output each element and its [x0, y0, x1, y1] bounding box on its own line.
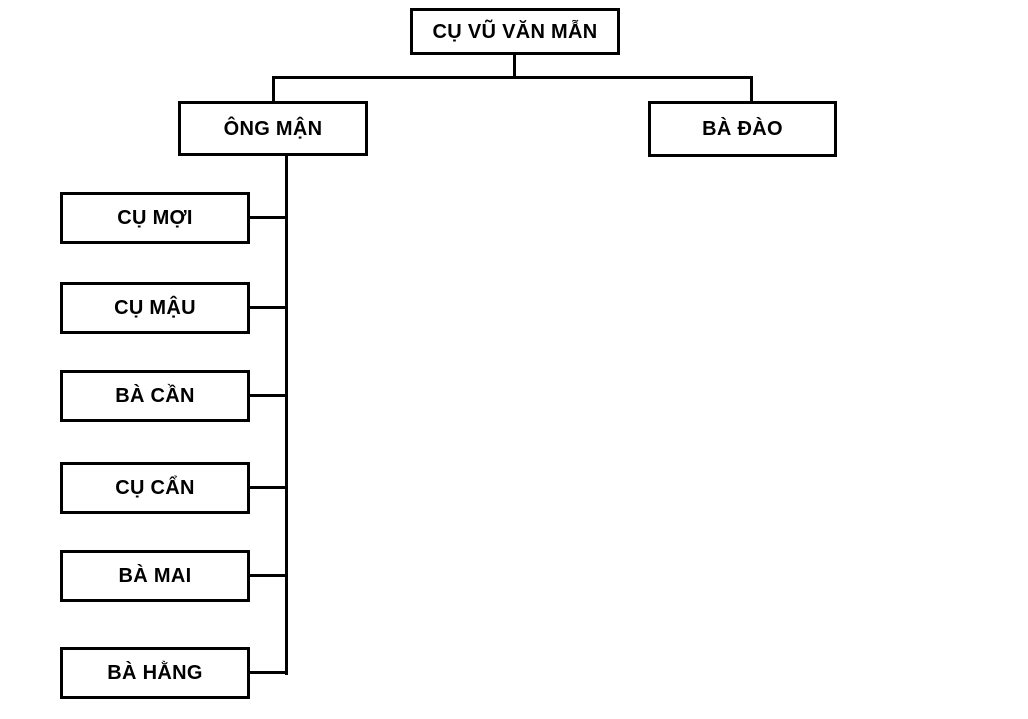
node-child-5: BÀ MAI [60, 550, 250, 602]
connector-drop-left [272, 76, 275, 101]
node-child-2-label: CỤ MẬU [114, 297, 196, 319]
node-root: CỤ VŨ VĂN MẪN [410, 8, 620, 55]
node-right-spouse: BÀ ĐÀO [648, 101, 837, 157]
connector-children-trunk [285, 156, 288, 675]
node-child-6: BÀ HẰNG [60, 647, 250, 699]
node-child-3: BÀ CẦN [60, 370, 250, 422]
node-child-3-label: BÀ CẦN [115, 385, 195, 407]
connector-drop-right [750, 76, 753, 101]
node-child-1-label: CỤ MỢI [117, 207, 193, 229]
connector-stub-child-3 [250, 394, 286, 397]
node-child-5-label: BÀ MAI [118, 565, 192, 587]
node-child-2: CỤ MẬU [60, 282, 250, 334]
connector-stub-child-4 [250, 486, 286, 489]
node-child-1: CỤ MỢI [60, 192, 250, 244]
node-child-6-label: BÀ HẰNG [107, 662, 203, 684]
node-left-spouse: ÔNG MẬN [178, 101, 368, 156]
node-left-spouse-label: ÔNG MẬN [223, 117, 323, 140]
connector-root-down [513, 55, 516, 78]
connector-stub-child-2 [250, 306, 286, 309]
node-child-4-label: CỤ CẨN [115, 477, 195, 499]
node-child-4: CỤ CẨN [60, 462, 250, 514]
connector-stub-child-5 [250, 574, 286, 577]
node-right-spouse-label: BÀ ĐÀO [702, 118, 783, 140]
connector-row2-horizontal [272, 76, 753, 79]
connector-stub-child-6 [250, 671, 286, 674]
connector-stub-child-1 [250, 216, 286, 219]
node-root-label: CỤ VŨ VĂN MẪN [432, 20, 598, 43]
